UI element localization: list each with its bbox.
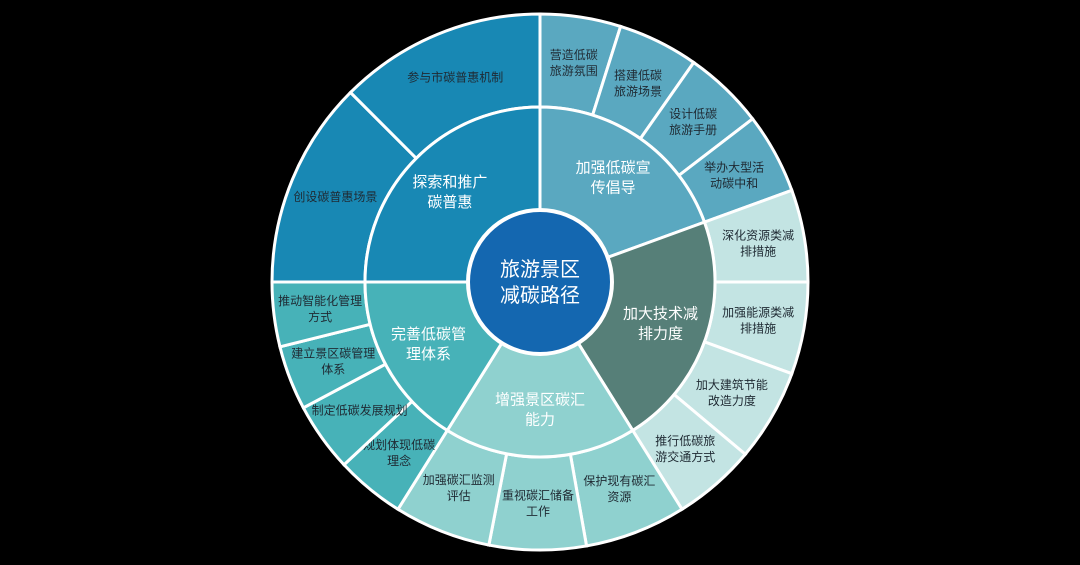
middle-label-manage-line: 完善低碳管 [391,325,466,343]
outer-label-line: 旅游场景 [614,84,662,98]
middle-label-explore-line: 探索和推广 [412,173,487,191]
outer-label-line: 评估 [447,489,471,503]
outer-label-line: 建立景区碳管理 [291,345,375,360]
outer-label: 建立景区碳管理体系 [291,345,375,376]
middle-label-promote: 加强低碳宣传倡导 [576,159,651,197]
center-title: 旅游景区减碳路径 [500,257,580,307]
outer-label: 重视碳汇储备工作 [502,487,574,518]
outer-label: 创设碳普惠场景 [293,190,377,204]
middle-label-explore-line: 碳普惠 [427,193,472,211]
outer-label-line: 制定低碳发展规划 [312,403,408,418]
middle-label-tech-line: 排力度 [638,325,683,343]
outer-label: 营造低碳旅游氛围 [550,48,598,78]
outer-label-line: 创设碳普惠场景 [293,190,377,204]
outer-label-line: 重视碳汇储备 [502,487,574,502]
center-title-line: 减碳路径 [500,283,580,307]
outer-label-line: 保护现有碳汇 [583,474,655,488]
outer-label-line: 理念 [387,453,411,468]
outer-label-line: 推动智能化管理 [278,293,362,308]
outer-label-line: 参与市碳普惠机制 [407,69,503,84]
outer-label-line: 搭建低碳 [614,68,662,82]
center-hub: 旅游景区减碳路径 [466,208,614,356]
middle-label-sink: 增强景区碳汇能力 [495,391,585,429]
outer-label: 举办大型活动碳中和 [704,159,764,190]
outer-label: 加大建筑节能改造力度 [696,377,768,408]
outer-label: 规划体现低碳理念 [363,437,435,468]
outer-label: 设计低碳旅游手册 [669,107,717,137]
outer-label-line: 改造力度 [708,393,756,408]
outer-label-line: 排措施 [740,321,776,335]
outer-label-line: 体系 [321,362,345,376]
outer-ring: 创设碳普惠场景参与市碳普惠机制营造低碳旅游氛围搭建低碳旅游场景设计低碳旅游手册举… [270,12,810,552]
outer-label: 深化资源类减排措施 [722,229,794,259]
outer-label-line: 加强碳汇监测 [423,473,495,487]
outer-label-line: 推行低碳旅 [655,434,715,448]
outer-label-line: 加强能源类减 [722,305,794,319]
outer-label: 搭建低碳旅游场景 [614,68,662,98]
outer-label: 参与市碳普惠机制 [407,69,503,84]
middle-label-promote-line: 加强低碳宣 [576,159,651,177]
outer-label-line: 工作 [526,504,550,518]
center-circle [466,208,614,356]
outer-label-line: 资源 [607,490,631,504]
outer-label-line: 设计低碳 [669,107,717,121]
outer-label-line: 动碳中和 [710,175,758,190]
middle-label-explore: 探索和推广碳普惠 [412,173,487,211]
outer-label-line: 规划体现低碳 [363,437,435,452]
middle-label-promote-line: 传倡导 [591,179,636,197]
middle-label-manage: 完善低碳管理体系 [391,325,466,363]
outer-label: 保护现有碳汇资源 [583,474,655,504]
outer-label: 制定低碳发展规划 [312,403,408,418]
outer-label-line: 举办大型活 [704,159,764,174]
outer-label-line: 营造低碳 [550,48,598,62]
outer-label: 推动智能化管理方式 [278,293,362,324]
middle-label-tech-line: 加大技术减 [623,305,698,323]
middle-label-tech: 加大技术减排力度 [623,305,698,343]
outer-label-line: 方式 [308,309,332,324]
outer-label-line: 排措施 [740,245,776,259]
middle-label-manage-line: 理体系 [406,345,451,363]
outer-label-line: 旅游手册 [669,123,717,137]
outer-label-line: 深化资源类减 [722,229,794,243]
outer-label: 推行低碳旅游交通方式 [655,434,715,464]
outer-label: 加强能源类减排措施 [722,305,794,335]
middle-label-sink-line: 增强景区碳汇 [495,391,585,409]
outer-label-line: 加大建筑节能 [696,377,768,392]
center-title-line: 旅游景区 [500,257,580,281]
middle-label-sink-line: 能力 [525,411,555,429]
outer-label-line: 游交通方式 [655,449,715,464]
outer-label-line: 旅游氛围 [550,64,598,78]
outer-label: 加强碳汇监测评估 [423,473,495,503]
